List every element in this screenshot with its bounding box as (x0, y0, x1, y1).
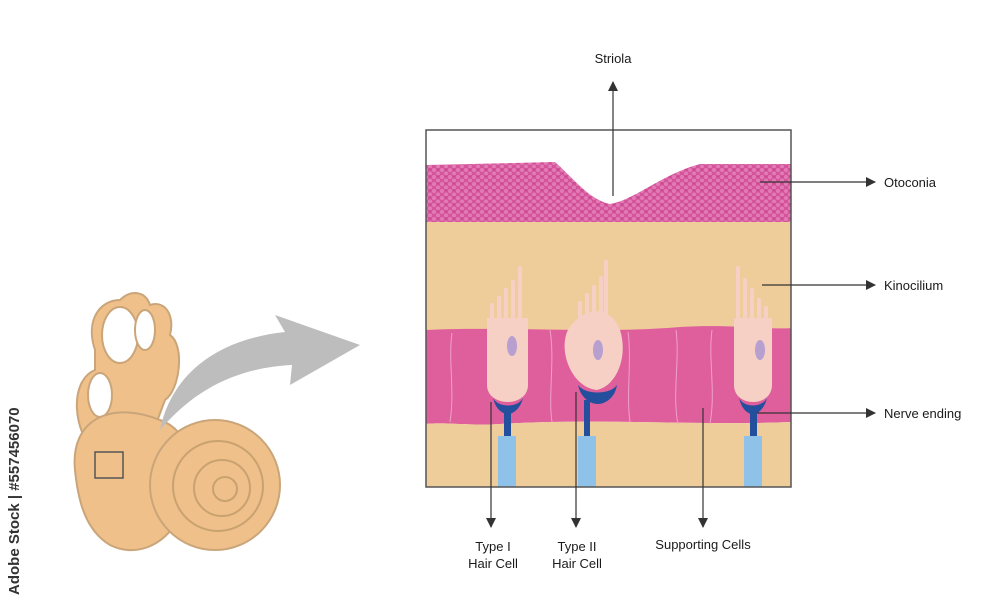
magnified-view-border (425, 129, 792, 488)
label-kinocilium: Kinocilium (884, 278, 944, 293)
type-ii-hair-cell (564, 260, 623, 487)
magnified-view (426, 130, 791, 487)
type-i-hair-cell-right (734, 266, 772, 487)
otoconia-layer (426, 162, 791, 225)
zoom-arrow (160, 315, 360, 430)
stock-watermark: Adobe Stock | #557456070 (6, 407, 23, 595)
gelatinous-layer (426, 222, 791, 330)
label-type-ii-line2: Hair Cell (552, 556, 602, 571)
cochlea (149, 419, 281, 551)
type-i-hair-cell (487, 266, 528, 487)
zoom-region-marker (94, 451, 124, 479)
label-type-ii-line1: Type II (557, 539, 597, 554)
label-otoconia: Otoconia (884, 175, 937, 190)
inner-ear-illustration (73, 292, 281, 552)
label-nerve-ending: Nerve ending (884, 406, 962, 421)
basement-layer (426, 421, 791, 487)
label-supporting-cells: Supporting Cells (655, 537, 751, 552)
label-type-i-line2: Hair Cell (468, 556, 518, 571)
label-striola: Striola (594, 51, 632, 66)
label-type-i-line1: Type I (475, 539, 511, 554)
